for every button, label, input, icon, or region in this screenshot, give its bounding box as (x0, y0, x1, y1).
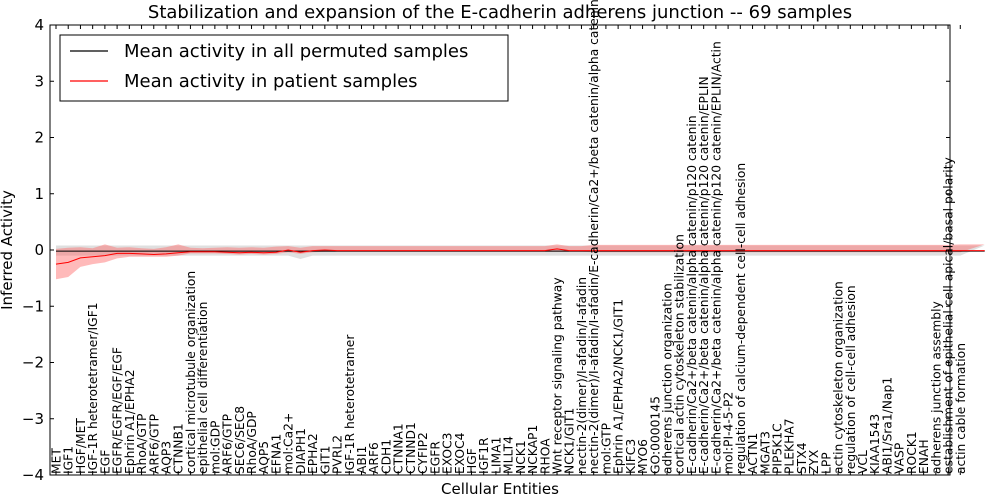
x-tick-label: adherens junction assembly (929, 301, 943, 474)
y-tick-label: 3 (34, 72, 44, 90)
x-tick-label: ARF6/GTP (147, 414, 161, 474)
x-tick-label: NCKAP1 (526, 425, 540, 474)
x-tick-label: mol:Ca2+ (282, 413, 296, 474)
x-tick-label: ROCK1 (905, 431, 919, 474)
x-tick-label: ENAH (917, 439, 931, 474)
x-tick-label: MET (50, 448, 64, 474)
x-tick-label: Wnt receptor signaling pathway (551, 277, 565, 474)
x-tick-label: EXOC3 (441, 433, 455, 475)
x-tick-label: cortical actin cytoskeleton stabilizatio… (673, 234, 687, 474)
x-tick-label: KIAA1543 (868, 414, 882, 474)
x-tick-label: CTNNB1 (172, 423, 186, 474)
x-tick-label: RhoA/GDP (245, 411, 259, 474)
x-tick-label: regulation of cell-cell adhesion (844, 285, 858, 474)
x-tick-label: CYFIP2 (416, 432, 430, 474)
x-tick-label: CDH1 (379, 439, 393, 474)
x-tick-label: EGFR/EGFR/EGF/EGF (111, 347, 125, 474)
x-tick-label: LPP (819, 452, 833, 474)
x-tick-label: DIAPH1 (294, 428, 308, 474)
x-tick-label: E-cadherin/Ca2+/beta catenin/alpha caten… (709, 41, 723, 474)
x-tick-label: mol:PI-4-5-P2 (722, 392, 736, 474)
series-band-1 (56, 245, 985, 259)
x-tick-label: E-cadherin/Ca2+/beta catenin/alpha caten… (697, 76, 711, 474)
x-tick-label: nectin-2(dimer)/I-afadin/I-afadin (575, 277, 589, 474)
x-axis-label: Cellular Entities (441, 480, 559, 498)
x-tick-label: IGF1R (477, 437, 491, 474)
x-tick-label: mol:GDP (208, 421, 222, 474)
x-tick-label: RhoA/GTP (135, 414, 149, 474)
x-tick-label: HGF (465, 448, 479, 474)
y-tick-label: 4 (34, 16, 44, 34)
y-tick-label: −3 (22, 410, 44, 428)
x-tick-label: actin cytoskeleton organization (832, 281, 846, 474)
x-tick-label: RHOA (538, 438, 552, 474)
x-tick-label: EXOC4 (453, 432, 467, 474)
y-axis-label: Inferred Activity (0, 190, 16, 310)
x-tick-label: establishment of epithelial cell apical/… (942, 157, 956, 474)
x-tick-label: KIFC3 (624, 439, 638, 474)
x-tick-label: ARF6 (367, 442, 381, 474)
x-tick-label: HGF/MET (74, 418, 88, 474)
x-tick-label: cortical microtubule organization (184, 271, 198, 474)
x-tick-label: AQP3 (160, 441, 174, 474)
y-tick-label: −2 (22, 354, 44, 372)
x-tick-label: CTNND1 (404, 422, 418, 474)
legend-label-2: Mean activity in patient samples (124, 71, 418, 92)
y-tick-label: −1 (22, 297, 44, 315)
x-tick-label: E-cadherin/Ca2+/beta catenin/alpha caten… (685, 115, 699, 474)
x-tick-label: SEC6/SEC8 (233, 406, 247, 474)
x-tick-label: IGF-1R heterotetramer (343, 334, 357, 474)
x-tick-label: ABI1 (355, 446, 369, 474)
x-tick-label: ACTN1 (746, 433, 760, 474)
y-tick-label: 1 (34, 185, 44, 203)
x-tick-label: IGF1 (62, 446, 76, 474)
legend-label-1: Mean activity in all permuted samples (124, 41, 468, 62)
legend-box (59, 34, 509, 102)
x-tick-label: ZYX (807, 449, 821, 474)
y-tick-label: 2 (34, 129, 44, 147)
x-tick-label: actin cable formation (954, 343, 968, 474)
x-tick-label: IGF-1R heterotetramer/IGF1 (86, 302, 100, 474)
legend: Mean activity in all permuted samplesMea… (59, 34, 509, 102)
x-tick-label: MLLT4 (502, 436, 516, 474)
x-tick-label: PLEKHA7 (783, 418, 797, 474)
x-tick-label: regulation of calcium-dependent cell-cel… (734, 163, 748, 474)
x-tick-label: AQP5 (257, 441, 271, 474)
x-tick-label: Ephrin A1/EPHA2/NCK1/GIT1 (612, 299, 626, 474)
y-axis: −4 −3 −2 −1 0 1 2 3 4 (22, 16, 950, 484)
x-tick-label: PVRL2 (331, 435, 345, 474)
x-tick-label: MYO6 (636, 439, 650, 474)
x-tick-label: ABI1/Sra1/Nap1 (881, 377, 895, 474)
x-tick-label: EGFR (428, 441, 442, 474)
chart-title: Stabilization and expansion of the E-cad… (148, 2, 852, 23)
x-tick-label: ARF6/GTP (221, 414, 235, 474)
chart-lines (55, 248, 985, 265)
x-tick-label: EPHA2 (306, 433, 320, 474)
x-tick-label: nectin-2(dimer)/I-afadin/I-afadin/E-cadh… (587, 0, 601, 474)
x-tick-label: NCK1/GIT1 (563, 408, 577, 474)
x-tick-label: VASP (893, 443, 907, 474)
x-tick-label: EFNA1 (270, 434, 284, 474)
series-line-2 (55, 248, 985, 265)
x-tick-label: GIT1 (318, 446, 332, 475)
x-tick-label: adherens junction organization (661, 283, 675, 474)
x-tick-label: VCL (856, 450, 870, 474)
x-tick-label: Ephrin A1/EPHA2 (123, 369, 137, 474)
x-tick-label: mol:GTP (599, 423, 613, 474)
x-tick-label: STX4 (795, 442, 809, 474)
x-tick-label: CTNNA1 (392, 423, 406, 474)
y-tick-label: 0 (34, 241, 44, 259)
x-tick-label: EGF (98, 450, 112, 474)
x-tick-label: epithelial cell differentiation (196, 302, 210, 474)
x-tick-label: GO:0000145 (648, 396, 662, 474)
x-tick-label: NCK1 (514, 440, 528, 474)
y-tick-label: −4 (22, 466, 44, 484)
x-tick-label: MGAT3 (758, 431, 772, 474)
x-tick-label: PIP5K1C (771, 423, 785, 474)
x-tick-label: LIMA1 (489, 437, 503, 474)
